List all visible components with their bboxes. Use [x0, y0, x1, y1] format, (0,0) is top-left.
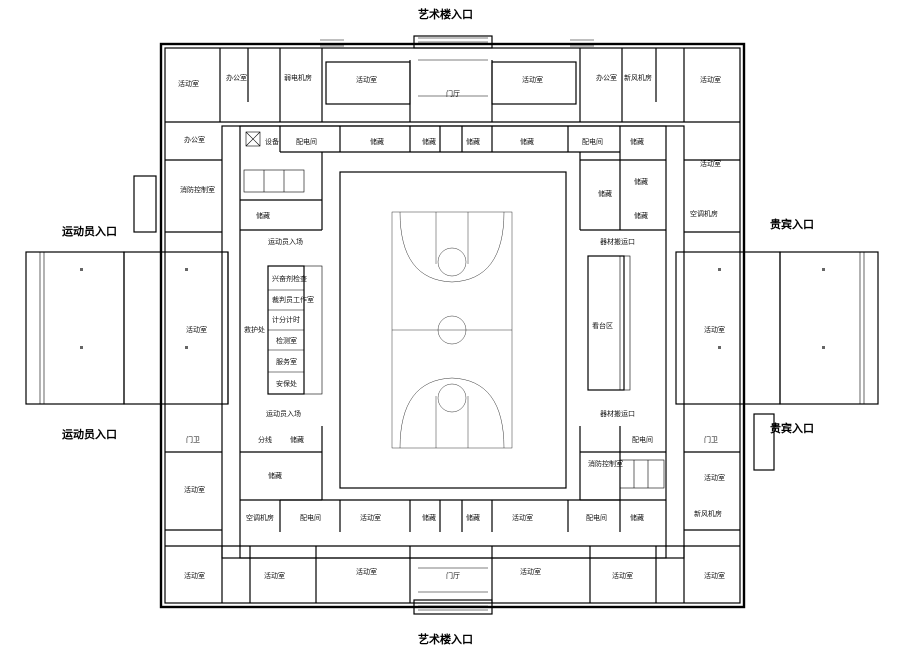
room-label: 储藏: [630, 513, 644, 522]
room-label: 储藏: [466, 513, 480, 522]
entrance-athlete-bottom: 运动员入口: [62, 427, 117, 441]
room-label: 门厅: [446, 571, 460, 580]
room-label: 活动室: [704, 473, 725, 482]
room-label: 活动室: [184, 571, 205, 580]
room-label: 运动员入场: [266, 409, 301, 418]
room-label: 活动室: [356, 75, 377, 84]
room-label: 活动室: [264, 571, 285, 580]
entrance-vip-bottom: 贵宾入口: [770, 421, 814, 435]
room-label: 办公室: [184, 135, 205, 144]
stair-entry-bottom: [418, 605, 488, 611]
room-label: 活动室: [704, 325, 725, 334]
room-label: 分线: [258, 435, 272, 444]
room-label: 空调机房: [690, 209, 718, 218]
west-room-strip: [267, 265, 323, 395]
room-label: 储藏: [630, 137, 644, 146]
top-rooms: [165, 48, 740, 123]
room-label: 裁判员工作室: [272, 295, 314, 304]
room-label: 服务室: [276, 357, 297, 366]
entrance-athlete-top: 运动员入口: [62, 224, 117, 238]
room-label: 消防控制室: [588, 459, 623, 468]
room-label: 配电间: [586, 513, 607, 522]
room-label: 安保处: [276, 379, 297, 388]
basketball-court-icon: [339, 171, 567, 489]
room-label: 活动室: [700, 75, 721, 84]
room-label: 储藏: [634, 211, 648, 220]
stair-entry-top: [418, 37, 488, 43]
stair-top-left: [320, 39, 344, 47]
room-label: 活动室: [612, 571, 633, 580]
stair-icon: [133, 37, 775, 611]
room-label: 储藏: [268, 471, 282, 480]
room-label: 计分计时: [272, 315, 300, 324]
room-label: 储藏: [370, 137, 384, 146]
room-label: 储藏: [466, 137, 480, 146]
room-label: 新风机房: [624, 73, 652, 82]
side-partitions: [165, 152, 740, 531]
room-label: 活动室: [360, 513, 381, 522]
room-label: 门厅: [446, 89, 460, 98]
room-label: 器材搬运口: [600, 237, 635, 246]
room-label: 门卫: [186, 435, 200, 444]
room-label: 兴奋剂检查: [272, 274, 307, 283]
entrance-vip-top: 贵宾入口: [770, 217, 814, 231]
room-label: 设备: [265, 137, 279, 146]
room-label: 活动室: [520, 567, 541, 576]
room-label: 看台区: [592, 321, 613, 330]
room-label: 储藏: [290, 435, 304, 444]
room-labels: 活动室 办公室 弱电机房 活动室 门厅 活动室 办公室 新风机房 活动室 办公室…: [178, 73, 725, 580]
room-label: 配电间: [582, 137, 603, 146]
room-label: 办公室: [596, 73, 617, 82]
room-label: 活动室: [700, 159, 721, 168]
column-icon: [80, 268, 825, 349]
room-label: 门卫: [704, 435, 718, 444]
room-label: 活动室: [186, 325, 207, 334]
room-label: 配电间: [300, 513, 321, 522]
stair-top-right: [570, 39, 594, 47]
room-label: 储藏: [520, 137, 534, 146]
room-label: 活动室: [512, 513, 533, 522]
room-label: 器材搬运口: [600, 409, 635, 418]
room-label: 活动室: [184, 485, 205, 494]
room-label: 救护处: [244, 325, 265, 334]
entrance-art-bottom: 艺术楼入口: [418, 632, 473, 646]
room-label: 储藏: [634, 177, 648, 186]
ring-corridor: [221, 125, 685, 559]
room-label: 消防控制室: [180, 185, 215, 194]
room-label: 储藏: [422, 513, 436, 522]
outer-walls: [159, 35, 746, 615]
room-label: 配电间: [296, 137, 317, 146]
room-label: 活动室: [704, 571, 725, 580]
room-label: 储藏: [598, 189, 612, 198]
room-label: 活动室: [178, 79, 199, 88]
room-label: 配电间: [632, 435, 653, 444]
west-hall: [25, 251, 229, 405]
room-label: 储藏: [256, 211, 270, 220]
room-label: 储藏: [422, 137, 436, 146]
entrance-art-top: 艺术楼入口: [418, 7, 473, 21]
bleachers: [587, 255, 631, 391]
room-label: 弱电机房: [284, 73, 312, 82]
room-label: 空调机房: [246, 513, 274, 522]
room-label: 活动室: [522, 75, 543, 84]
room-label: 活动室: [356, 567, 377, 576]
room-label: 办公室: [226, 73, 247, 82]
room-label: 运动员入场: [268, 237, 303, 246]
bottom-rooms: [165, 545, 740, 603]
east-hall: [675, 251, 879, 405]
room-label: 新风机房: [694, 509, 722, 518]
room-label: 检测室: [276, 336, 297, 345]
